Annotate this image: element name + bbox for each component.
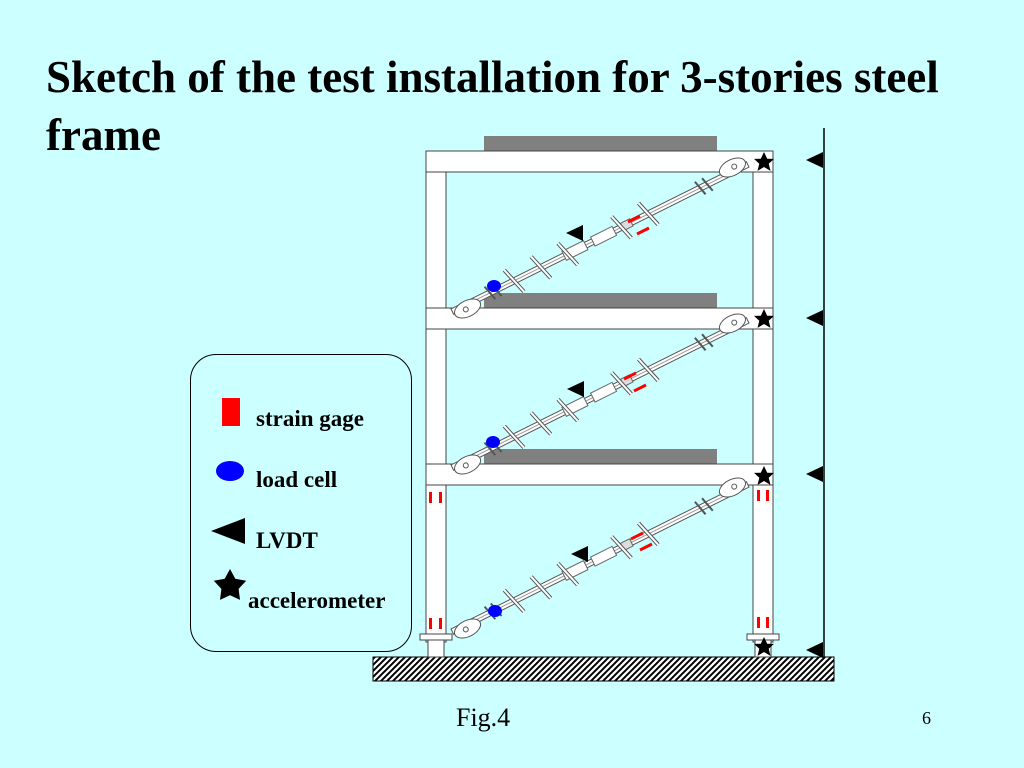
load-cell-icon bbox=[486, 436, 500, 448]
strain-gage-icon bbox=[766, 490, 769, 501]
strain-gage-icon bbox=[623, 371, 637, 381]
figure-caption: Fig.4 bbox=[456, 703, 511, 732]
strain-gage-icon bbox=[630, 531, 644, 541]
strain-gage-icon bbox=[627, 214, 641, 224]
strain-gage-icon bbox=[757, 617, 760, 628]
floor-3-beam bbox=[425, 307, 774, 330]
lvdt-icon bbox=[567, 381, 584, 397]
strain-gage-icon bbox=[633, 383, 647, 393]
legend-label-accelerometer: accelerometer bbox=[248, 588, 386, 613]
strain-gage-icon bbox=[429, 618, 432, 629]
lvdt-icon bbox=[806, 466, 823, 482]
page-number: 6 bbox=[922, 708, 931, 728]
load-cell-icon bbox=[488, 605, 502, 617]
left-column-foot bbox=[427, 639, 445, 658]
left-base-plate bbox=[419, 633, 453, 641]
load-cell-icon bbox=[216, 461, 244, 481]
strain-gage-icon bbox=[757, 490, 760, 501]
right-column bbox=[752, 151, 774, 643]
right-base-plate bbox=[746, 633, 780, 641]
accelerometer-icon bbox=[213, 569, 247, 600]
left-column bbox=[425, 151, 447, 643]
legend-box bbox=[190, 354, 412, 652]
roof-beam bbox=[425, 150, 774, 173]
load-cell-icon bbox=[487, 280, 501, 292]
strain-gage-icon bbox=[639, 542, 653, 552]
mass-block-floor-2 bbox=[484, 449, 717, 464]
mass-block-floor-3 bbox=[484, 293, 717, 308]
floor-2-beam bbox=[425, 463, 774, 486]
mass-block-roof bbox=[484, 136, 717, 151]
legend-label-strain-gage: strain gage bbox=[256, 406, 364, 431]
lvdt-icon bbox=[806, 310, 823, 326]
lvdt-icon bbox=[566, 225, 583, 241]
brace-story-1 bbox=[444, 469, 756, 647]
lvdt-icon bbox=[806, 152, 823, 168]
strain-gage-icon bbox=[439, 618, 442, 629]
strain-gage-icon bbox=[439, 492, 442, 503]
lvdt-icon bbox=[806, 642, 823, 658]
strain-gage-icon bbox=[429, 492, 432, 503]
strain-gage-icon bbox=[222, 398, 240, 426]
strain-gage-icon bbox=[766, 617, 769, 628]
legend-label-load-cell: load cell bbox=[256, 467, 338, 492]
strain-gage-icon bbox=[636, 226, 650, 236]
lvdt-icon bbox=[571, 546, 588, 562]
slide-title: Sketch of the test installation for 3-st… bbox=[46, 52, 939, 160]
ground-base bbox=[372, 656, 835, 682]
lvdt-icon bbox=[211, 518, 245, 544]
legend-label-lvdt: LVDT bbox=[256, 528, 318, 553]
